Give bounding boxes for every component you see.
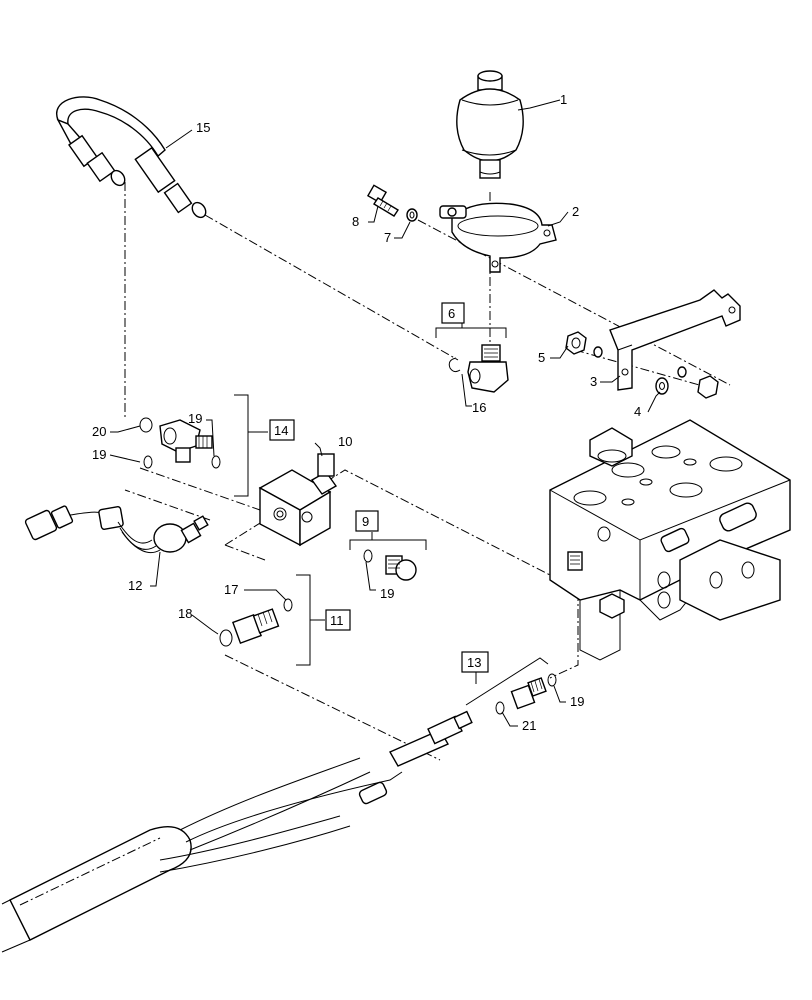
kit-brackets — [234, 320, 549, 706]
callout-13: 13 — [467, 655, 481, 670]
callout-leaders — [109, 99, 661, 727]
part-4-washer — [655, 366, 719, 399]
callout-2: 2 — [572, 204, 579, 219]
part-13-fitting — [495, 673, 557, 715]
callout-box-6 — [441, 302, 465, 324]
part-16-o-ring — [448, 357, 461, 373]
callout-1: 1 — [560, 92, 567, 107]
callout-8: 8 — [352, 214, 359, 229]
wire-harness — [1, 710, 473, 953]
part-19-o-ring-upper — [143, 455, 221, 469]
callout-16: 16 — [472, 400, 486, 415]
callout-10: 10 — [338, 434, 352, 449]
callout-labels: 1 2 3 4 5 6 7 8 9 10 11 12 13 14 15 16 1… — [92, 92, 641, 733]
callout-14: 14 — [274, 423, 288, 438]
kit-callout-boxes — [269, 302, 489, 673]
part-14-tee-fitting — [159, 419, 213, 463]
callout-19-upper-right: 19 — [188, 411, 202, 426]
callout-9: 9 — [362, 514, 369, 529]
part-1-accumulator — [456, 70, 524, 179]
part-5-nut — [565, 331, 603, 358]
part-10-block — [258, 453, 338, 547]
callout-20: 20 — [92, 424, 106, 439]
part-7-washer — [406, 208, 418, 222]
callout-box-9 — [355, 510, 379, 532]
part-20-o-ring — [139, 417, 153, 433]
part-9-plug — [363, 549, 417, 581]
callout-3: 3 — [590, 374, 597, 389]
callout-19-plug: 19 — [380, 586, 394, 601]
control-valve-bank — [549, 419, 791, 661]
callout-19-lower: 19 — [570, 694, 584, 709]
callout-12: 12 — [128, 578, 142, 593]
callout-6: 6 — [448, 306, 455, 321]
part-8-bolt — [366, 184, 399, 217]
callout-19-left: 19 — [92, 447, 106, 462]
callout-7: 7 — [384, 230, 391, 245]
part-12-pressure-sensor — [24, 505, 209, 554]
callout-18: 18 — [178, 606, 192, 621]
part-6-elbow-fitting — [467, 344, 509, 393]
callout-box-14 — [269, 419, 295, 441]
callout-5: 5 — [538, 350, 545, 365]
part-2-mounting-clamp — [439, 202, 557, 273]
callout-box-13 — [461, 651, 489, 673]
part-11-fitting — [219, 598, 293, 647]
callout-box-11 — [325, 609, 351, 631]
callout-21: 21 — [522, 718, 536, 733]
callout-4: 4 — [634, 404, 641, 419]
callout-17: 17 — [224, 582, 238, 597]
part-15-hose-assembly — [55, 96, 207, 219]
callout-15: 15 — [196, 120, 210, 135]
callout-11: 11 — [330, 613, 344, 628]
part-3-bracket — [609, 289, 741, 391]
